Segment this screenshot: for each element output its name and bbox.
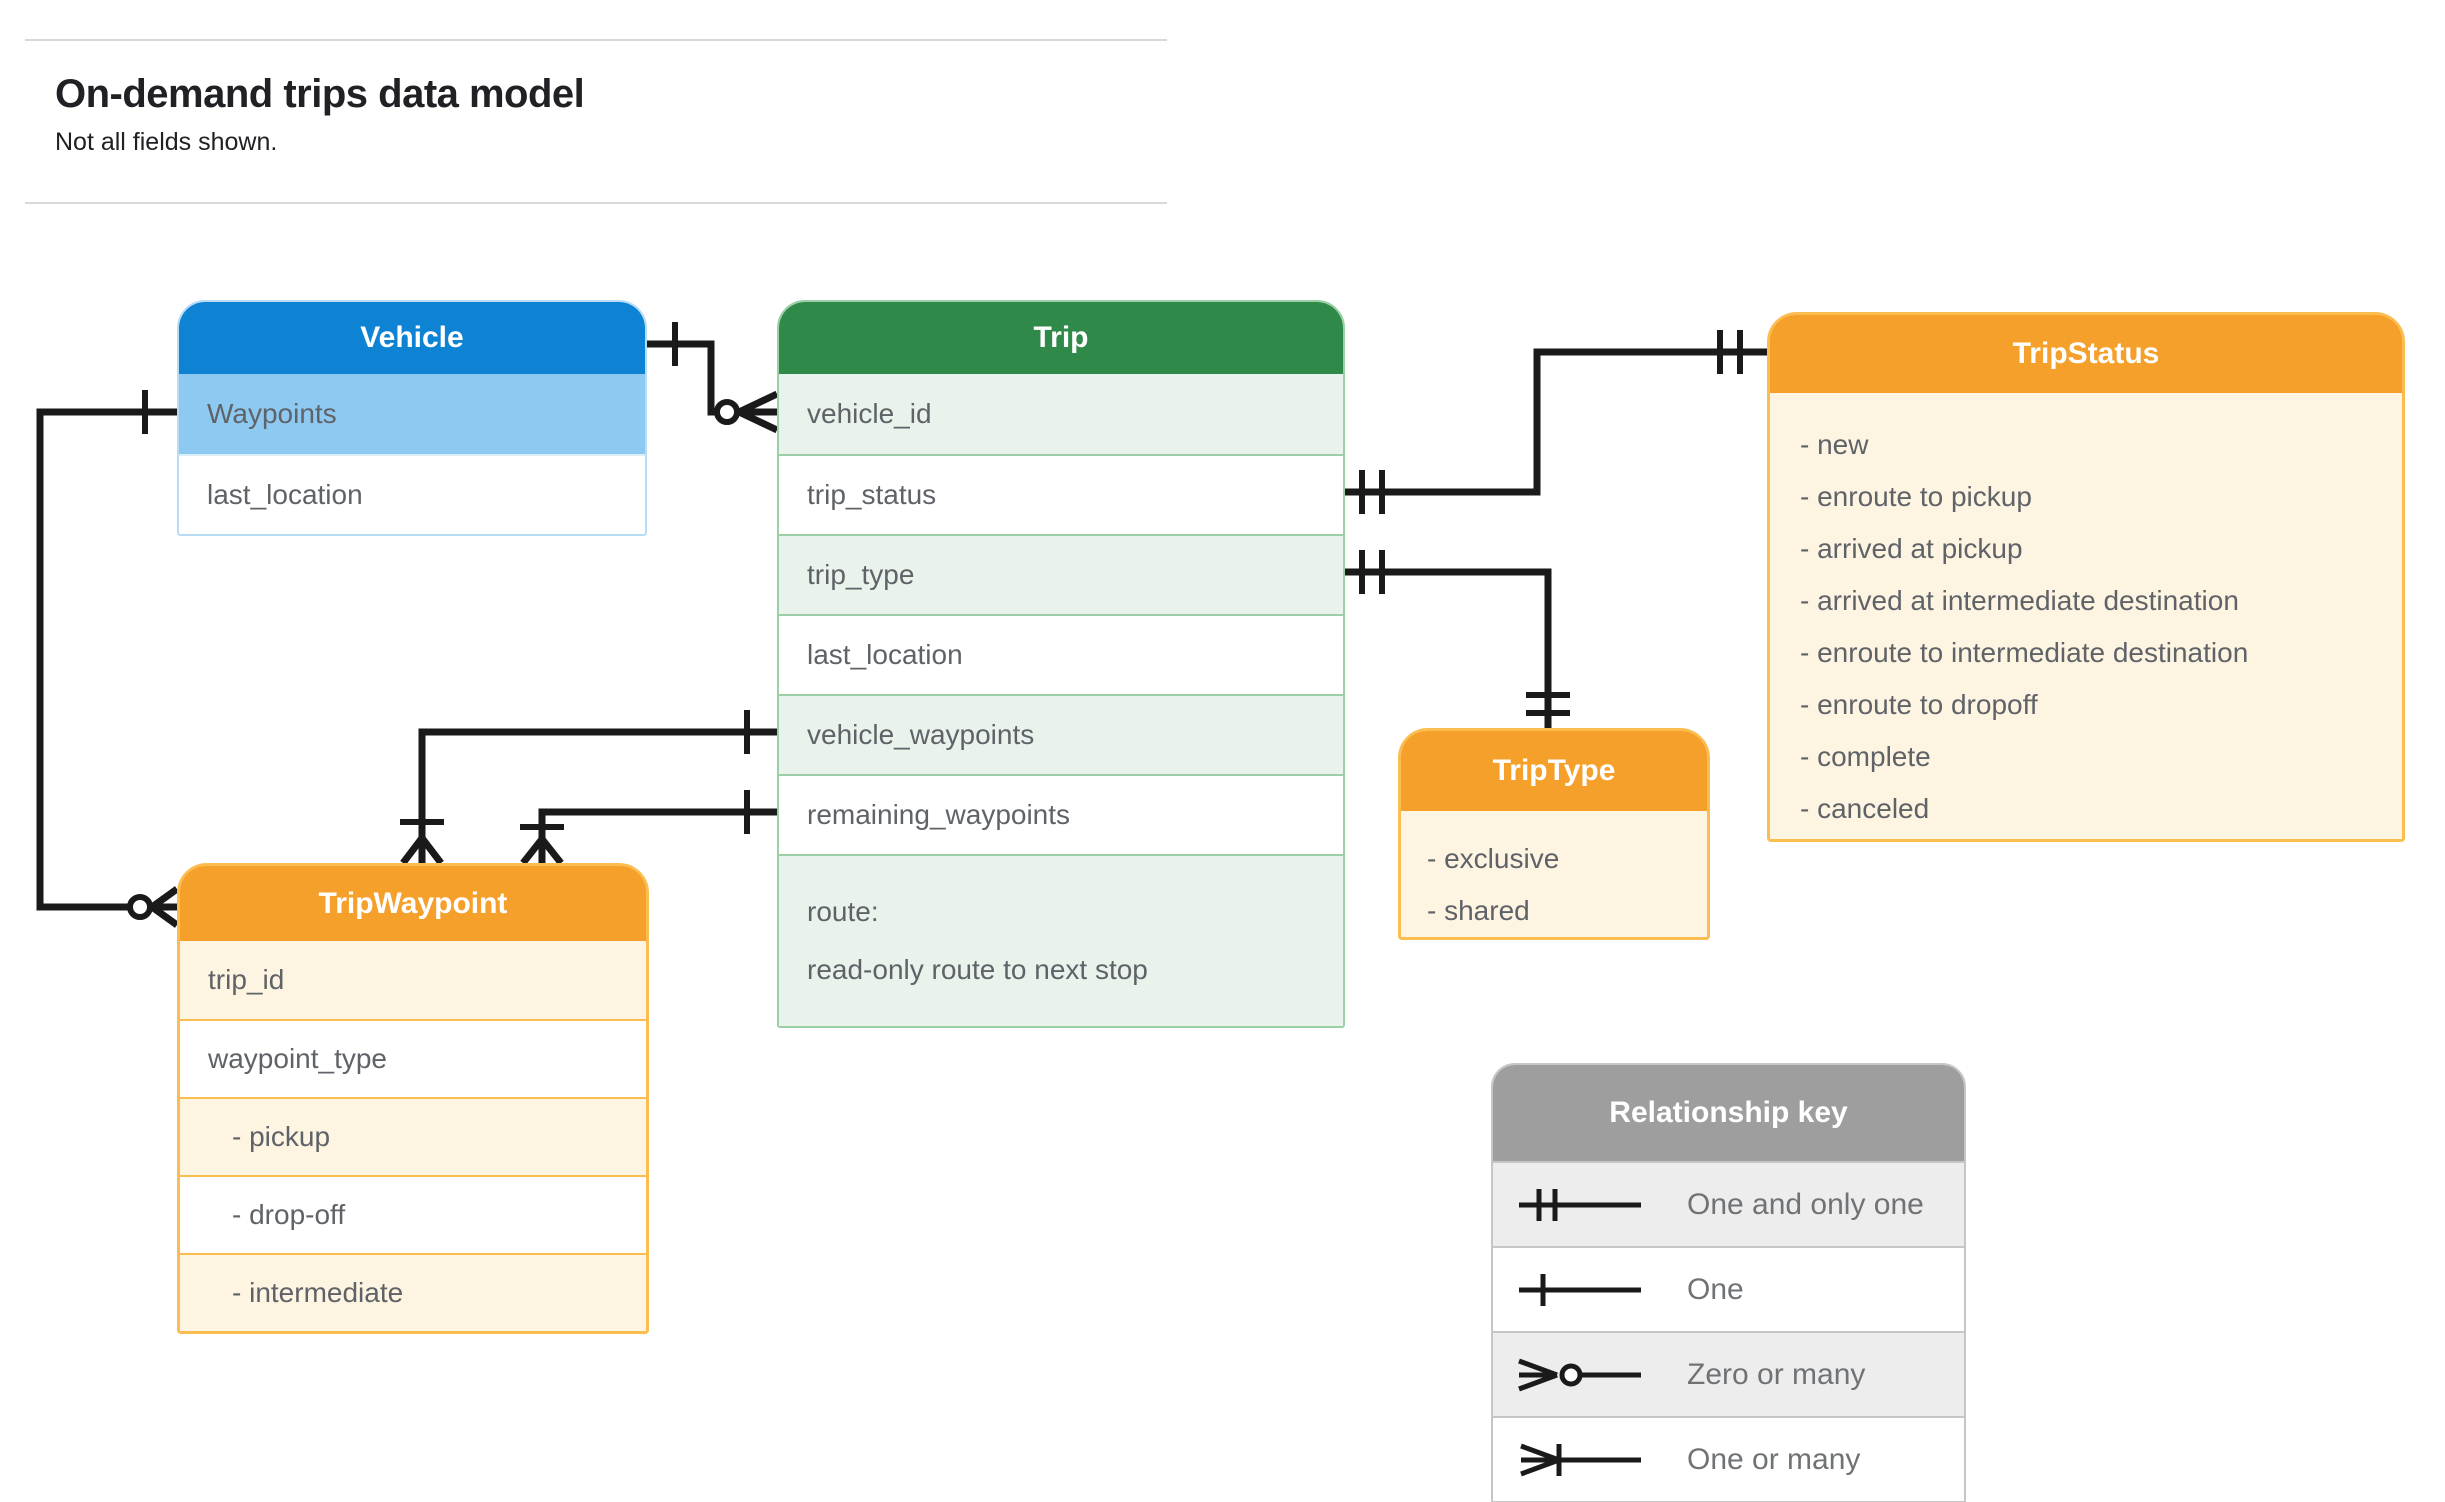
enum-value: - arrived at intermediate destination — [1800, 585, 2239, 616]
entity-tripstatus-header: TripStatus — [1770, 315, 2402, 393]
field-row-last-location: last_location — [179, 454, 645, 534]
field-row-last-location: last_location — [779, 614, 1343, 694]
entity-vehicle-header: Vehicle — [179, 302, 645, 374]
field-label: remaining_waypoints — [807, 799, 1071, 830]
field-label: waypoint_type — [208, 1043, 388, 1074]
enum-value: - shared — [1427, 895, 1530, 926]
field-row-waypoint-type: waypoint_type — [180, 1019, 646, 1097]
legend-row: Zero or many — [1493, 1331, 1964, 1416]
entity-title: TripType — [1492, 754, 1616, 787]
entity-vehicle: Vehicle Waypoints last_location — [177, 300, 647, 536]
enum-value: - new — [1800, 429, 1869, 460]
connector-trip-remaining-waypoints-to-tripwaypoint — [520, 790, 777, 866]
enum-value: - complete — [1800, 741, 1931, 772]
field-row-trip-type: trip_type — [779, 534, 1343, 614]
field-label: trip_type — [807, 559, 915, 590]
crow-foot-icon — [149, 886, 180, 928]
zero-circle-icon — [127, 894, 153, 920]
enum-value: - exclusive — [1427, 843, 1560, 874]
legend-label: One and only one — [1687, 1187, 1924, 1221]
one-or-many-icon — [1520, 1443, 1641, 1476]
legend-title: Relationship key — [1609, 1096, 1848, 1129]
field-row-route: route: read-only route to next stop — [779, 854, 1343, 1026]
crow-foot-icon — [737, 390, 779, 434]
legend-label: Zero or many — [1687, 1357, 1866, 1391]
entity-triptype-header: TripType — [1401, 731, 1707, 811]
enum-row-intermediate: - intermediate — [180, 1253, 646, 1331]
one-and-only-one-icon — [1359, 470, 1385, 514]
connector-vehicle-waypoints-to-tripwaypoint — [36, 390, 180, 928]
page-subtitle: Not all fields shown. — [55, 128, 278, 156]
legend-row: One and only one — [1493, 1161, 1964, 1246]
entity-title: TripWaypoint — [318, 886, 508, 920]
enum-row-pickup: - pickup — [180, 1097, 646, 1175]
field-row-trip-id: trip_id — [180, 941, 646, 1019]
enum-value: - pickup — [232, 1121, 331, 1152]
connector-trip-type-to-triptype — [1345, 550, 1570, 728]
one-and-only-one-icon — [1359, 550, 1385, 594]
legend-row: One — [1493, 1246, 1964, 1331]
page-title: On-demand trips data model — [55, 72, 585, 116]
enum-row-drop-off: - drop-off — [180, 1175, 646, 1253]
field-row-waypoints: Waypoints — [179, 374, 645, 454]
zero-circle-icon — [714, 399, 740, 425]
legend-row: One or many — [1493, 1416, 1964, 1501]
enum-value: - canceled — [1800, 793, 1930, 824]
legend-label: One — [1687, 1272, 1744, 1306]
enum-value: - drop-off — [232, 1199, 346, 1230]
zero-or-many-icon — [1518, 1358, 1641, 1391]
tripstatus-values: - new - enroute to pickup - arrived at p… — [1770, 393, 2402, 839]
entity-title: Vehicle — [360, 321, 464, 354]
enum-value: - arrived at pickup — [1800, 533, 2023, 564]
crow-foot-icon — [400, 835, 444, 866]
one-and-only-one-icon — [1519, 1188, 1641, 1221]
crow-foot-icon — [520, 836, 564, 866]
legend-label: One or many — [1687, 1442, 1861, 1476]
one-and-only-one-icon — [1526, 692, 1570, 716]
top-divider — [25, 39, 1167, 41]
entity-tripstatus: TripStatus - new - enroute to pickup - a… — [1767, 312, 2405, 842]
relationship-key: Relationship key One and only one One Ze… — [1491, 1063, 1966, 1502]
entity-title: TripStatus — [2012, 337, 2160, 370]
field-row-vehicle-waypoints: vehicle_waypoints — [779, 694, 1343, 774]
field-label: Waypoints — [207, 398, 337, 429]
enum-value: - enroute to pickup — [1800, 481, 2032, 512]
connector-trip-status-to-tripstatus — [1345, 330, 1767, 514]
entity-title: Trip — [1033, 321, 1089, 354]
title-divider — [25, 202, 1167, 204]
field-label: trip_id — [208, 964, 285, 995]
field-label: route: — [807, 896, 879, 927]
field-label: trip_status — [807, 479, 937, 510]
field-row-trip-status: trip_status — [779, 454, 1343, 534]
field-label: last_location — [807, 639, 963, 670]
field-row-remaining-waypoints: remaining_waypoints — [779, 774, 1343, 854]
enum-value: - intermediate — [232, 1277, 404, 1308]
relationship-key-header: Relationship key — [1493, 1065, 1964, 1161]
field-label: vehicle_id — [807, 398, 932, 429]
entity-trip: Trip vehicle_id trip_status trip_type la… — [777, 300, 1345, 1028]
entity-tripwaypoint: TripWaypoint trip_id waypoint_type - pic… — [177, 863, 649, 1334]
entity-triptype: TripType - exclusive - shared — [1398, 728, 1710, 940]
field-row-vehicle-id: vehicle_id — [779, 374, 1343, 454]
entity-trip-header: Trip — [779, 302, 1343, 374]
enum-value: - enroute to intermediate destination — [1800, 637, 2249, 668]
triptype-values: - exclusive - shared — [1401, 811, 1707, 937]
one-and-only-one-icon — [1717, 330, 1743, 374]
connector-vehicle-to-trip-vehicle-id — [647, 322, 779, 434]
entity-tripwaypoint-header: TripWaypoint — [180, 866, 646, 941]
field-label: last_location — [207, 479, 363, 510]
field-label: vehicle_waypoints — [807, 719, 1035, 750]
connector-trip-vehicle-waypoints-to-tripwaypoint — [400, 710, 777, 866]
field-sublabel: read-only route to next stop — [807, 954, 1148, 985]
enum-value: - enroute to dropoff — [1800, 689, 2038, 720]
one-icon — [1519, 1273, 1641, 1306]
